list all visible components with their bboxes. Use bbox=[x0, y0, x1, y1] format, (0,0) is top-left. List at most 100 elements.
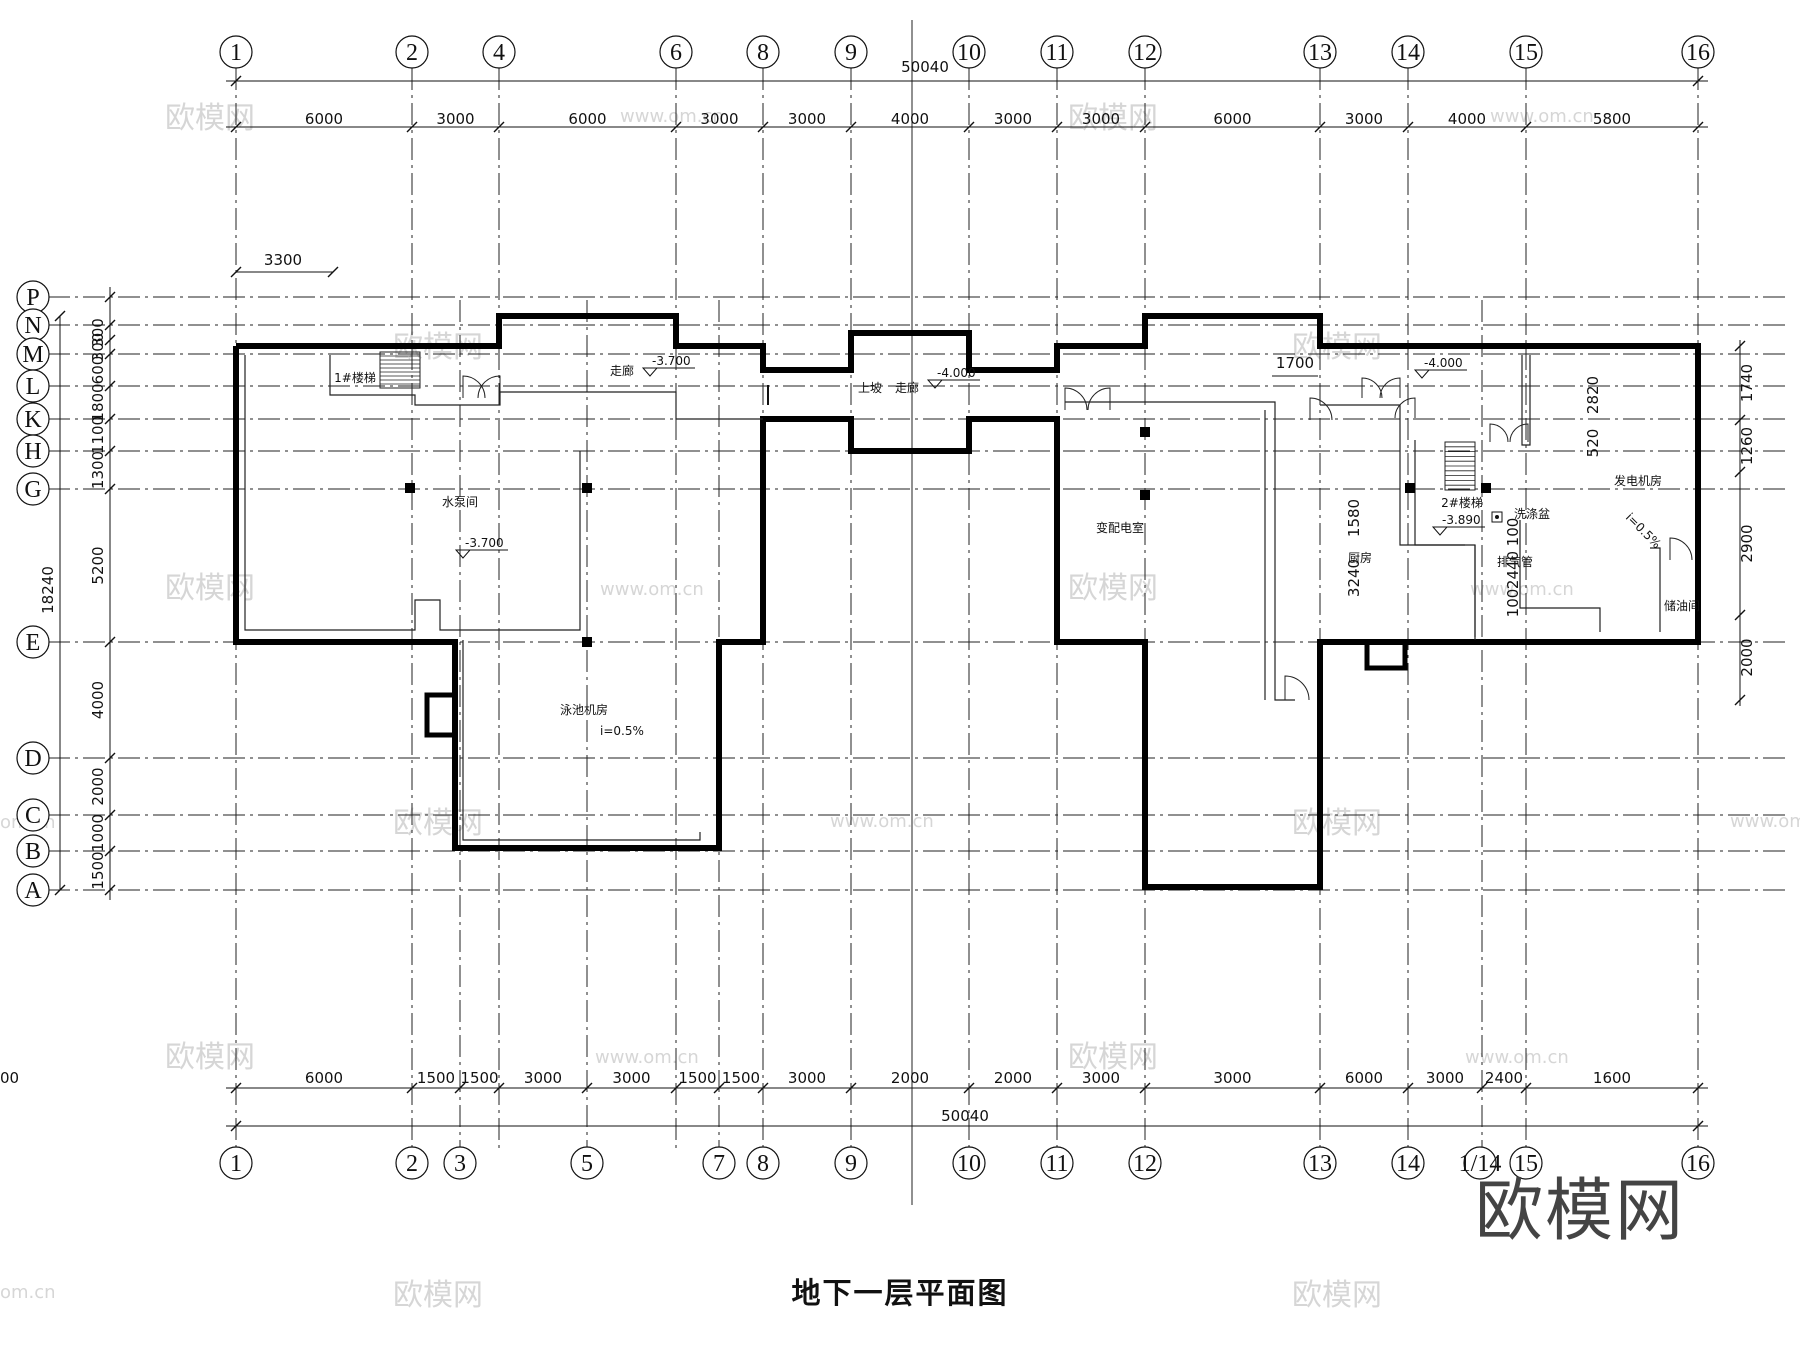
interior-details bbox=[244, 351, 1693, 841]
dimension-tick bbox=[670, 1082, 682, 1094]
room-stair-1: 1#楼梯 bbox=[334, 370, 376, 385]
grid-bubble-ring bbox=[1040, 35, 1074, 69]
door-substation-a bbox=[1064, 387, 1088, 411]
watermark-url: www.om.cn bbox=[595, 1047, 699, 1068]
grid-bubble-bottom-1-14: 1/14 bbox=[1459, 1146, 1501, 1180]
dimension-tick bbox=[104, 445, 116, 457]
dim-520: 520 bbox=[1584, 429, 1602, 458]
dimension-tick bbox=[230, 75, 242, 87]
room-kitchen: 厨房 bbox=[1348, 550, 1372, 565]
grid-bubble-row-N: N bbox=[16, 308, 50, 342]
left-dimension-value: 5200 bbox=[89, 546, 107, 584]
grid-bubble-top-13: 13 bbox=[1303, 35, 1337, 69]
watermark-logo: 欧模网 bbox=[165, 101, 255, 136]
top-dimension-value: 3000 bbox=[994, 110, 1032, 128]
grid-bubble-ring bbox=[482, 35, 516, 69]
door-stair-2b bbox=[1509, 423, 1529, 443]
dim-100-b: 100 bbox=[1504, 589, 1522, 618]
grid-bubble-label: 3 bbox=[454, 1151, 466, 1177]
grid-bubble-label: 1 bbox=[230, 40, 242, 66]
wall-stub bbox=[1364, 642, 1408, 671]
grid-bubble-bottom-15: 15 bbox=[1509, 1146, 1543, 1180]
door-corridor-1b bbox=[477, 375, 501, 399]
grid-bubble-label: 15 bbox=[1514, 1151, 1538, 1177]
grid-bubble-label: 2 bbox=[406, 40, 418, 66]
dimension-tick bbox=[406, 1082, 418, 1094]
dimension-tick bbox=[1692, 75, 1704, 87]
grid-bubble-label: A bbox=[24, 878, 42, 904]
grid-bubble-top-6: 6 bbox=[659, 35, 693, 69]
dimension-tick bbox=[230, 1120, 242, 1132]
watermarks: 欧模网欧模网欧模网欧模网欧模网欧模网欧模网欧模网欧模网欧模网欧模网欧模网www.… bbox=[0, 101, 1800, 1313]
grid-bubble-label: 13 bbox=[1308, 1151, 1332, 1177]
stair-1 bbox=[379, 351, 421, 389]
dimension-tick bbox=[493, 121, 505, 133]
level-value: -4.000 bbox=[1424, 356, 1463, 370]
watermark-url: www.om.cn bbox=[1490, 106, 1594, 127]
grid-bubble-ring bbox=[16, 741, 50, 775]
dimension-tick bbox=[845, 1082, 857, 1094]
top-dimension-value: 4000 bbox=[891, 110, 929, 128]
grid-bubble-label: 15 bbox=[1514, 40, 1538, 66]
door-kitchen bbox=[1394, 397, 1416, 419]
dimension-tick bbox=[454, 1082, 466, 1094]
bottom-dimension-value: 1500 bbox=[678, 1069, 716, 1087]
grid-bubble-ring bbox=[16, 369, 50, 403]
wall-niche bbox=[424, 692, 455, 738]
bottom-dimension-value: 1500 bbox=[722, 1069, 760, 1087]
watermark-logo: 欧模网 bbox=[1292, 1278, 1382, 1313]
dimension-tick bbox=[1314, 1082, 1326, 1094]
grid-bubble-ring bbox=[1391, 35, 1425, 69]
grid-bubble-top-8: 8 bbox=[746, 35, 780, 69]
room-corridor-1: 走廊 bbox=[610, 363, 634, 378]
grid-bubble-ring bbox=[834, 35, 868, 69]
grid-bubble-top-4: 4 bbox=[482, 35, 516, 69]
level-marker bbox=[1413, 369, 1431, 379]
level-marker bbox=[454, 549, 472, 559]
bottom-dimension-value: 2000 bbox=[891, 1069, 929, 1087]
corridor-inner-wall bbox=[329, 355, 763, 420]
watermark-url: www.om.cn bbox=[830, 811, 934, 832]
left-dimension-value: 300 bbox=[89, 333, 107, 362]
bottom-dimension-value: 1500 bbox=[417, 1069, 455, 1087]
grid-bubble-label: 9 bbox=[845, 40, 857, 66]
dimension-tick bbox=[1402, 1082, 1414, 1094]
grid-bubble-bottom-8: 8 bbox=[746, 1146, 780, 1180]
room-oil-storage: 储油间 bbox=[1664, 598, 1700, 613]
grid-bubble-ring bbox=[746, 1146, 780, 1180]
grid-bubble-ring bbox=[395, 35, 429, 69]
grid-bubble-ring bbox=[219, 35, 253, 69]
left-dimension-value: 1300 bbox=[89, 451, 107, 489]
grid-bubble-ring bbox=[1303, 1146, 1337, 1180]
grid-bubble-label: 14 bbox=[1396, 1151, 1420, 1177]
grid-bubble-top-11: 11 bbox=[1040, 35, 1074, 69]
level-marker bbox=[641, 367, 659, 377]
grid-bubble-ring bbox=[952, 1146, 986, 1180]
dimension-tick bbox=[963, 121, 975, 133]
grid-bubble-label: 16 bbox=[1686, 1151, 1710, 1177]
dimension-tick bbox=[1692, 1082, 1704, 1094]
room-corridor-2: 走廊 bbox=[895, 380, 919, 395]
grid-bubble-row-G: G bbox=[16, 472, 50, 506]
grid-bubble-label: B bbox=[25, 839, 41, 865]
dimension-tick bbox=[845, 121, 857, 133]
top-dimension-value: 6000 bbox=[305, 110, 343, 128]
drawing-title: 地下一层平面图 bbox=[791, 1276, 1009, 1310]
pump-room-inner-wall bbox=[244, 355, 581, 631]
dim-1580: 1580 bbox=[1345, 499, 1363, 537]
dimension-tick bbox=[1314, 121, 1326, 133]
top-dimension-value: 4000 bbox=[1448, 110, 1486, 128]
bottom-dimension-value: 6000 bbox=[305, 1069, 343, 1087]
grid-bubble-label: 6 bbox=[670, 40, 682, 66]
door-stair-2a bbox=[1489, 423, 1509, 443]
left-dimension-value: 1800 bbox=[89, 383, 107, 421]
left-dimension-value: 300 bbox=[89, 318, 107, 347]
grid-bubble-label: 8 bbox=[757, 1151, 769, 1177]
bottom-dimension-value: 3000 bbox=[788, 1069, 826, 1087]
dimension-tick bbox=[230, 121, 242, 133]
dimension-tick bbox=[104, 319, 116, 331]
grid-bubble-label: 13 bbox=[1308, 40, 1332, 66]
grid-bubble-ring bbox=[570, 1146, 604, 1180]
left-total-dimension-value: 18240 bbox=[39, 566, 57, 614]
